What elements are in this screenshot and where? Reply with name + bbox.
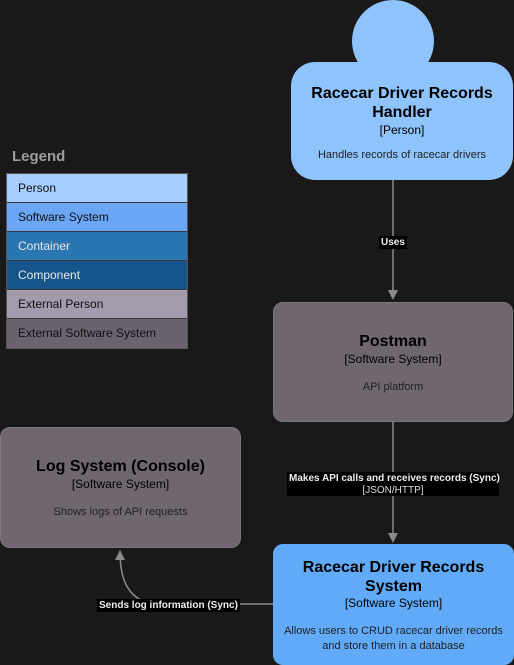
edge-api-label: Makes API calls and receives records (Sy…	[287, 472, 500, 485]
edge-log-label: Sends log information (Sync)	[97, 599, 240, 612]
system-records[interactable]: Racecar Driver Records System [Software …	[273, 544, 514, 665]
log-title: Log System (Console)	[36, 458, 205, 475]
legend-item: Software System	[7, 203, 187, 232]
handler-description: Handles records of racecar drivers	[317, 149, 487, 161]
records-title: Racecar Driver Records System	[302, 559, 485, 595]
edge-log-line	[115, 550, 273, 605]
legend-title: Legend	[12, 148, 66, 165]
person-handler[interactable]: Racecar Driver Records Handler [Person] …	[291, 0, 513, 181]
postman-title: Postman	[359, 333, 427, 350]
edge-api-tech: [JSON/HTTP]	[287, 485, 499, 496]
legend-item: External Software System	[7, 319, 187, 348]
edge-api-label-group: Makes API calls and receives records (Sy…	[287, 472, 500, 496]
handler-tag: [Person]	[379, 123, 425, 137]
records-tag: [Software System]	[344, 596, 443, 610]
postman-tag: [Software System]	[344, 352, 442, 366]
edge-uses-label: Uses	[379, 236, 407, 249]
system-postman[interactable]: Postman [Software System] API platform	[273, 302, 513, 422]
legend-item: Component	[7, 261, 187, 290]
legend-item: Container	[7, 232, 187, 261]
log-tag: [Software System]	[71, 477, 170, 491]
legend-item: External Person	[7, 290, 187, 319]
handler-title: Racecar Driver Records Handler	[311, 85, 493, 121]
postman-description: API platform	[362, 381, 424, 393]
person-body	[291, 62, 513, 180]
legend-item: Person	[7, 174, 187, 203]
system-log[interactable]: Log System (Console) [Software System] S…	[0, 427, 241, 548]
records-description: Allows users to CRUD racecar driver reco…	[284, 625, 503, 652]
log-description: Shows logs of API requests	[53, 506, 188, 518]
